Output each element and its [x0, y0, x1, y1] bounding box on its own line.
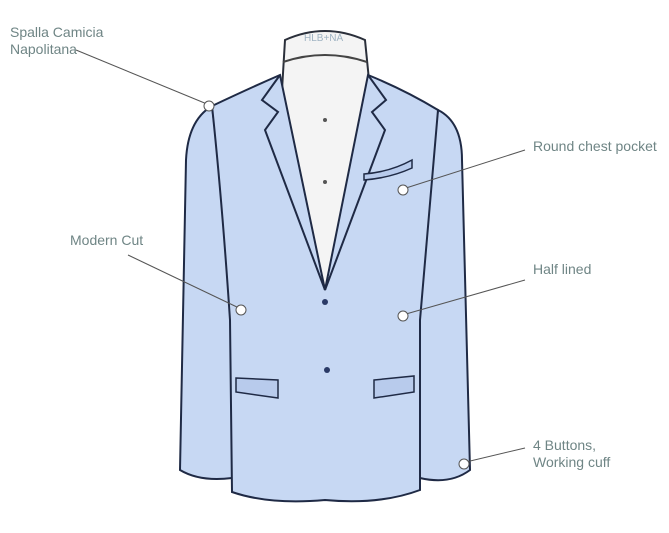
label-line: Napolitana [10, 41, 77, 57]
shirt-button [323, 180, 327, 184]
leader-line-lining [405, 279, 526, 315]
label-lining: Half lined [533, 261, 592, 277]
marker-chest-pocket [397, 184, 409, 196]
marker-cuff [458, 458, 470, 470]
button [322, 299, 328, 305]
label-line: 4 Buttons, [533, 437, 597, 453]
logo: HLB+NA [304, 33, 344, 44]
button [324, 367, 330, 373]
leader-line-cuff [465, 447, 526, 463]
label-line: Spalla Camicia [10, 24, 104, 40]
leader-line-shoulder [75, 49, 208, 105]
label-chest-pocket: Round chest pocket [533, 138, 657, 154]
leader-lines [75, 49, 526, 470]
label-cut: Modern Cut [70, 232, 144, 248]
leader-line-cut [127, 254, 240, 309]
marker-lining [397, 310, 409, 322]
left-hip-pocket [235, 377, 279, 399]
label-cuff: 4 Buttons, Working cuff [533, 437, 610, 471]
left-lapel [260, 74, 326, 291]
right-lapel [324, 74, 388, 291]
marker-cut [235, 304, 247, 316]
chest-pocket [363, 158, 413, 181]
label-line: Working cuff [533, 454, 611, 470]
collar-band [282, 54, 368, 63]
label-shoulder: Spalla Camicia Napolitana [10, 24, 103, 58]
right-hip-pocket [373, 375, 415, 399]
leader-line-chest-pocket [405, 149, 526, 189]
shirt-button [323, 118, 327, 122]
marker-shoulder [203, 100, 215, 112]
